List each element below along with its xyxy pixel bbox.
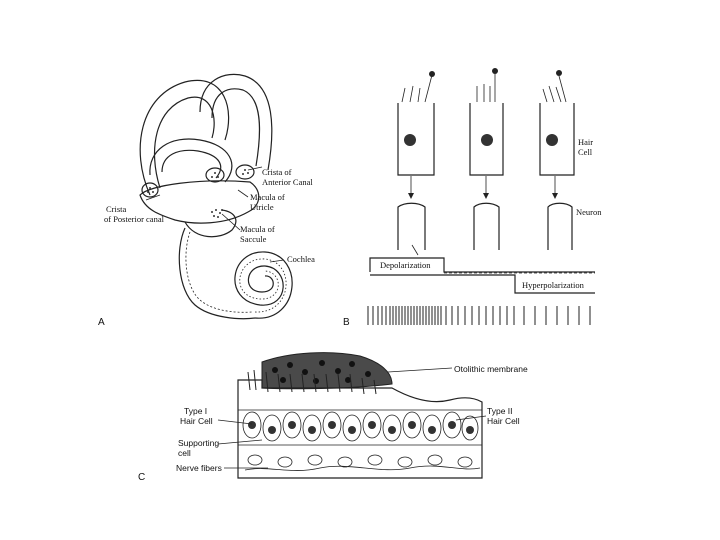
panel-b-hair-cells xyxy=(367,68,595,325)
label-macula-utricle-line1: Macula of xyxy=(250,192,285,202)
label-hyperpolarization: Hyperpolarization xyxy=(522,280,585,290)
hair-cell-1 xyxy=(397,71,435,250)
panel-letter-a: A xyxy=(98,317,105,328)
label-macula-saccule-line1: Macula of xyxy=(240,224,275,234)
hair-cell-2 xyxy=(469,68,504,250)
label-macula-utricle-line2: Utricle xyxy=(250,202,274,212)
label-type2-line2: Hair Cell xyxy=(487,416,520,426)
label-hair-cell-line2: Cell xyxy=(578,147,593,157)
label-otolithic-membrane: Otolithic membrane xyxy=(454,364,528,374)
label-supporting-line1: Supporting xyxy=(178,438,219,448)
label-hair-cell-line1: Hair xyxy=(578,137,593,147)
label-supporting-line2: cell xyxy=(178,448,191,458)
label-crista-anterior-line2: Anterior Canal xyxy=(262,177,313,187)
label-crista-posterior-line2: of Posterior canal xyxy=(104,214,165,224)
spike-train xyxy=(367,306,591,325)
label-crista-anterior-line1: Crista of xyxy=(262,167,292,177)
panel-letter-c: C xyxy=(138,472,145,483)
panel-c-macula xyxy=(217,352,487,479)
label-type1-line1: Type I xyxy=(184,406,207,416)
label-nerve-fibers: Nerve fibers xyxy=(176,463,222,473)
label-crista-posterior-line1: Crista xyxy=(106,204,127,214)
label-type1-line2: Hair Cell xyxy=(180,416,213,426)
label-cochlea: Cochlea xyxy=(287,254,315,264)
panel-letter-b: B xyxy=(343,317,350,328)
panel-a-labyrinth xyxy=(139,73,293,320)
label-depolarization: Depolarization xyxy=(380,260,431,270)
hair-cell-3 xyxy=(539,70,575,250)
label-macula-saccule-line2: Saccule xyxy=(240,234,267,244)
label-neuron: Neuron xyxy=(576,207,602,217)
label-type2-line1: Type II xyxy=(487,406,513,416)
